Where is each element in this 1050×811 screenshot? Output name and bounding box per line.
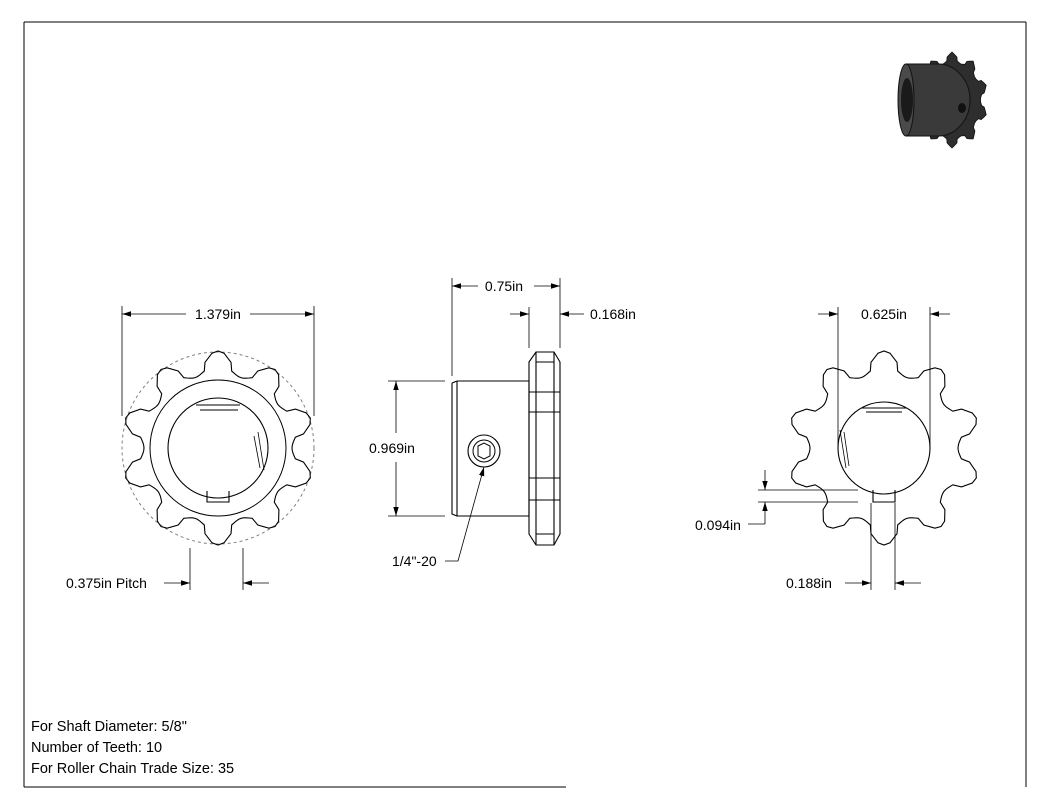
back-dim-keyway-depth: 0.094in — [695, 470, 858, 533]
setscrew-inner — [472, 439, 496, 463]
side-dim-length: 0.75in — [451, 278, 561, 376]
keyway-front — [206, 491, 230, 503]
side-dim-hub-diameter: 0.969in — [369, 380, 445, 517]
keyway-width-label: 0.188in — [786, 575, 832, 591]
sprocket-teeth-side — [528, 351, 561, 546]
back-dim-keyway-width: 0.188in — [786, 503, 921, 591]
sprocket-outline-front — [125, 350, 311, 546]
setscrew-label: 1/4"-20 — [392, 553, 437, 569]
side-dim-tooth-width: 0.168in — [510, 306, 636, 348]
setscrew-hole-side-back — [839, 429, 850, 469]
setscrew-hole-front — [196, 404, 240, 411]
outer-diameter-label: 1.379in — [195, 306, 241, 322]
bore-label: 0.625in — [861, 306, 907, 322]
back-view — [791, 350, 977, 546]
side-view — [451, 351, 561, 546]
pitch-circle — [121, 351, 315, 545]
bore-circle — [167, 397, 269, 499]
setscrew-hex — [477, 442, 491, 460]
keyway-back — [872, 490, 896, 503]
sprocket-3d-render-icon — [897, 51, 987, 149]
hub-diameter-label: 0.969in — [369, 440, 415, 456]
pitch-label: 0.375in Pitch — [66, 575, 147, 591]
front-dim-pitch: 0.375in Pitch — [66, 548, 269, 591]
sheet-border — [23, 21, 1027, 788]
setscrew-hole-side-front — [253, 431, 265, 471]
front-dim-diameter: 1.379in — [121, 306, 315, 416]
hub-circle — [149, 379, 287, 517]
length-label: 0.75in — [485, 278, 523, 294]
sprocket-outline-back — [791, 350, 977, 546]
spec-shaft-diameter: For Shaft Diameter: 5/8" — [31, 719, 187, 735]
keyway-depth-label: 0.094in — [695, 517, 741, 533]
spec-number-of-teeth: Number of Teeth: 10 — [31, 740, 163, 756]
back-dim-bore: 0.625in — [818, 306, 950, 448]
setscrew-hole-back — [862, 407, 906, 413]
bore-circle-back — [837, 401, 931, 495]
front-view — [121, 350, 315, 546]
tooth-width-label: 0.168in — [590, 306, 636, 322]
spec-chain-size: For Roller Chain Trade Size: 35 — [31, 761, 235, 777]
side-dim-setscrew: 1/4"-20 — [392, 466, 485, 569]
